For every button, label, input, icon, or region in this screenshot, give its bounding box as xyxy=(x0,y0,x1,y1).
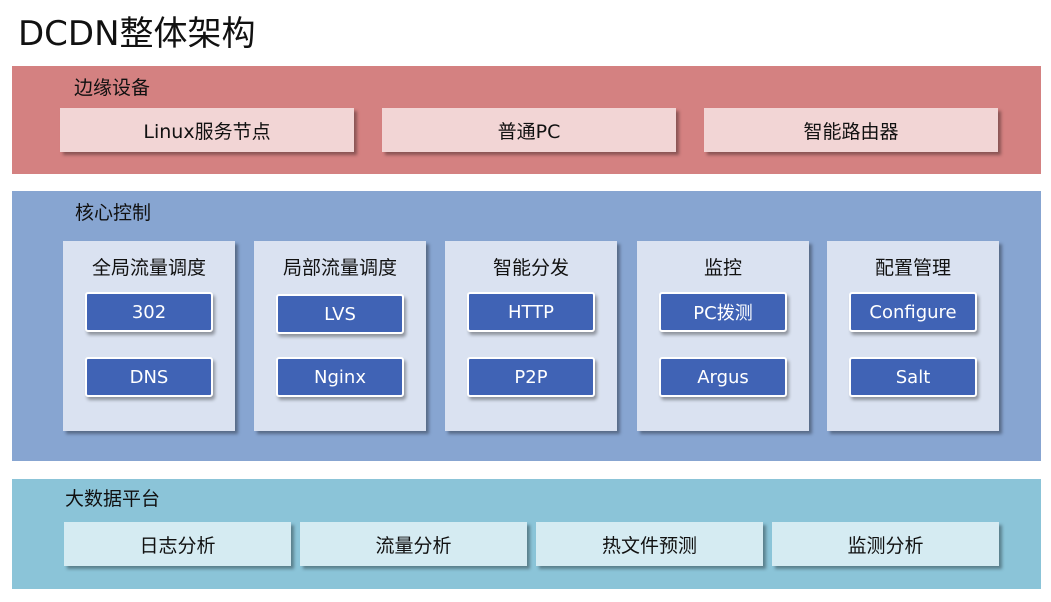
bigdata-item-monitoring-analysis: 监测分析 xyxy=(772,522,999,566)
core-item-p2p: P2P xyxy=(467,357,595,397)
edge-item-linux-node: Linux服务节点 xyxy=(60,108,354,152)
edge-devices-label: 边缘设备 xyxy=(74,77,151,99)
core-item-http: HTTP xyxy=(467,292,595,332)
bigdata-platform-layer: 大数据平台 日志分析 流量分析 热文件预测 监测分析 xyxy=(12,479,1041,589)
core-group-distribution: 智能分发 HTTP P2P xyxy=(445,241,617,431)
bigdata-platform-label: 大数据平台 xyxy=(65,488,161,510)
core-group-title: 局部流量调度 xyxy=(282,257,397,279)
core-item-salt: Salt xyxy=(849,357,977,397)
bigdata-item-log-analysis: 日志分析 xyxy=(64,522,291,566)
page-title: DCDN整体架构 xyxy=(18,14,256,54)
core-item-argus: Argus xyxy=(659,357,787,397)
core-group-global-scheduling: 全局流量调度 302 DNS xyxy=(63,241,235,431)
edge-devices-layer: 边缘设备 Linux服务节点 普通PC 智能路由器 xyxy=(12,66,1041,174)
core-group-title: 全局流量调度 xyxy=(91,257,206,279)
edge-item-router: 智能路由器 xyxy=(704,108,998,152)
edge-item-pc: 普通PC xyxy=(382,108,676,152)
core-item-configure: Configure xyxy=(849,292,977,332)
core-group-monitoring: 监控 PC拨测 Argus xyxy=(637,241,809,431)
core-item-302: 302 xyxy=(85,292,213,332)
core-group-title: 智能分发 xyxy=(492,257,569,279)
bigdata-item-hot-file-prediction: 热文件预测 xyxy=(536,522,763,566)
core-item-pc-probe: PC拨测 xyxy=(659,292,787,332)
core-control-layer: 核心控制 全局流量调度 302 DNS 局部流量调度 LVS Nginx 智能分… xyxy=(12,191,1041,461)
core-group-title: 配置管理 xyxy=(874,257,951,279)
core-item-nginx: Nginx xyxy=(276,357,404,397)
core-group-title: 监控 xyxy=(703,257,742,279)
core-group-config-management: 配置管理 Configure Salt xyxy=(827,241,999,431)
core-group-local-scheduling: 局部流量调度 LVS Nginx xyxy=(254,241,426,431)
core-item-dns: DNS xyxy=(85,357,213,397)
core-item-lvs: LVS xyxy=(276,294,404,334)
bigdata-item-traffic-analysis: 流量分析 xyxy=(300,522,527,566)
core-control-label: 核心控制 xyxy=(75,202,152,224)
